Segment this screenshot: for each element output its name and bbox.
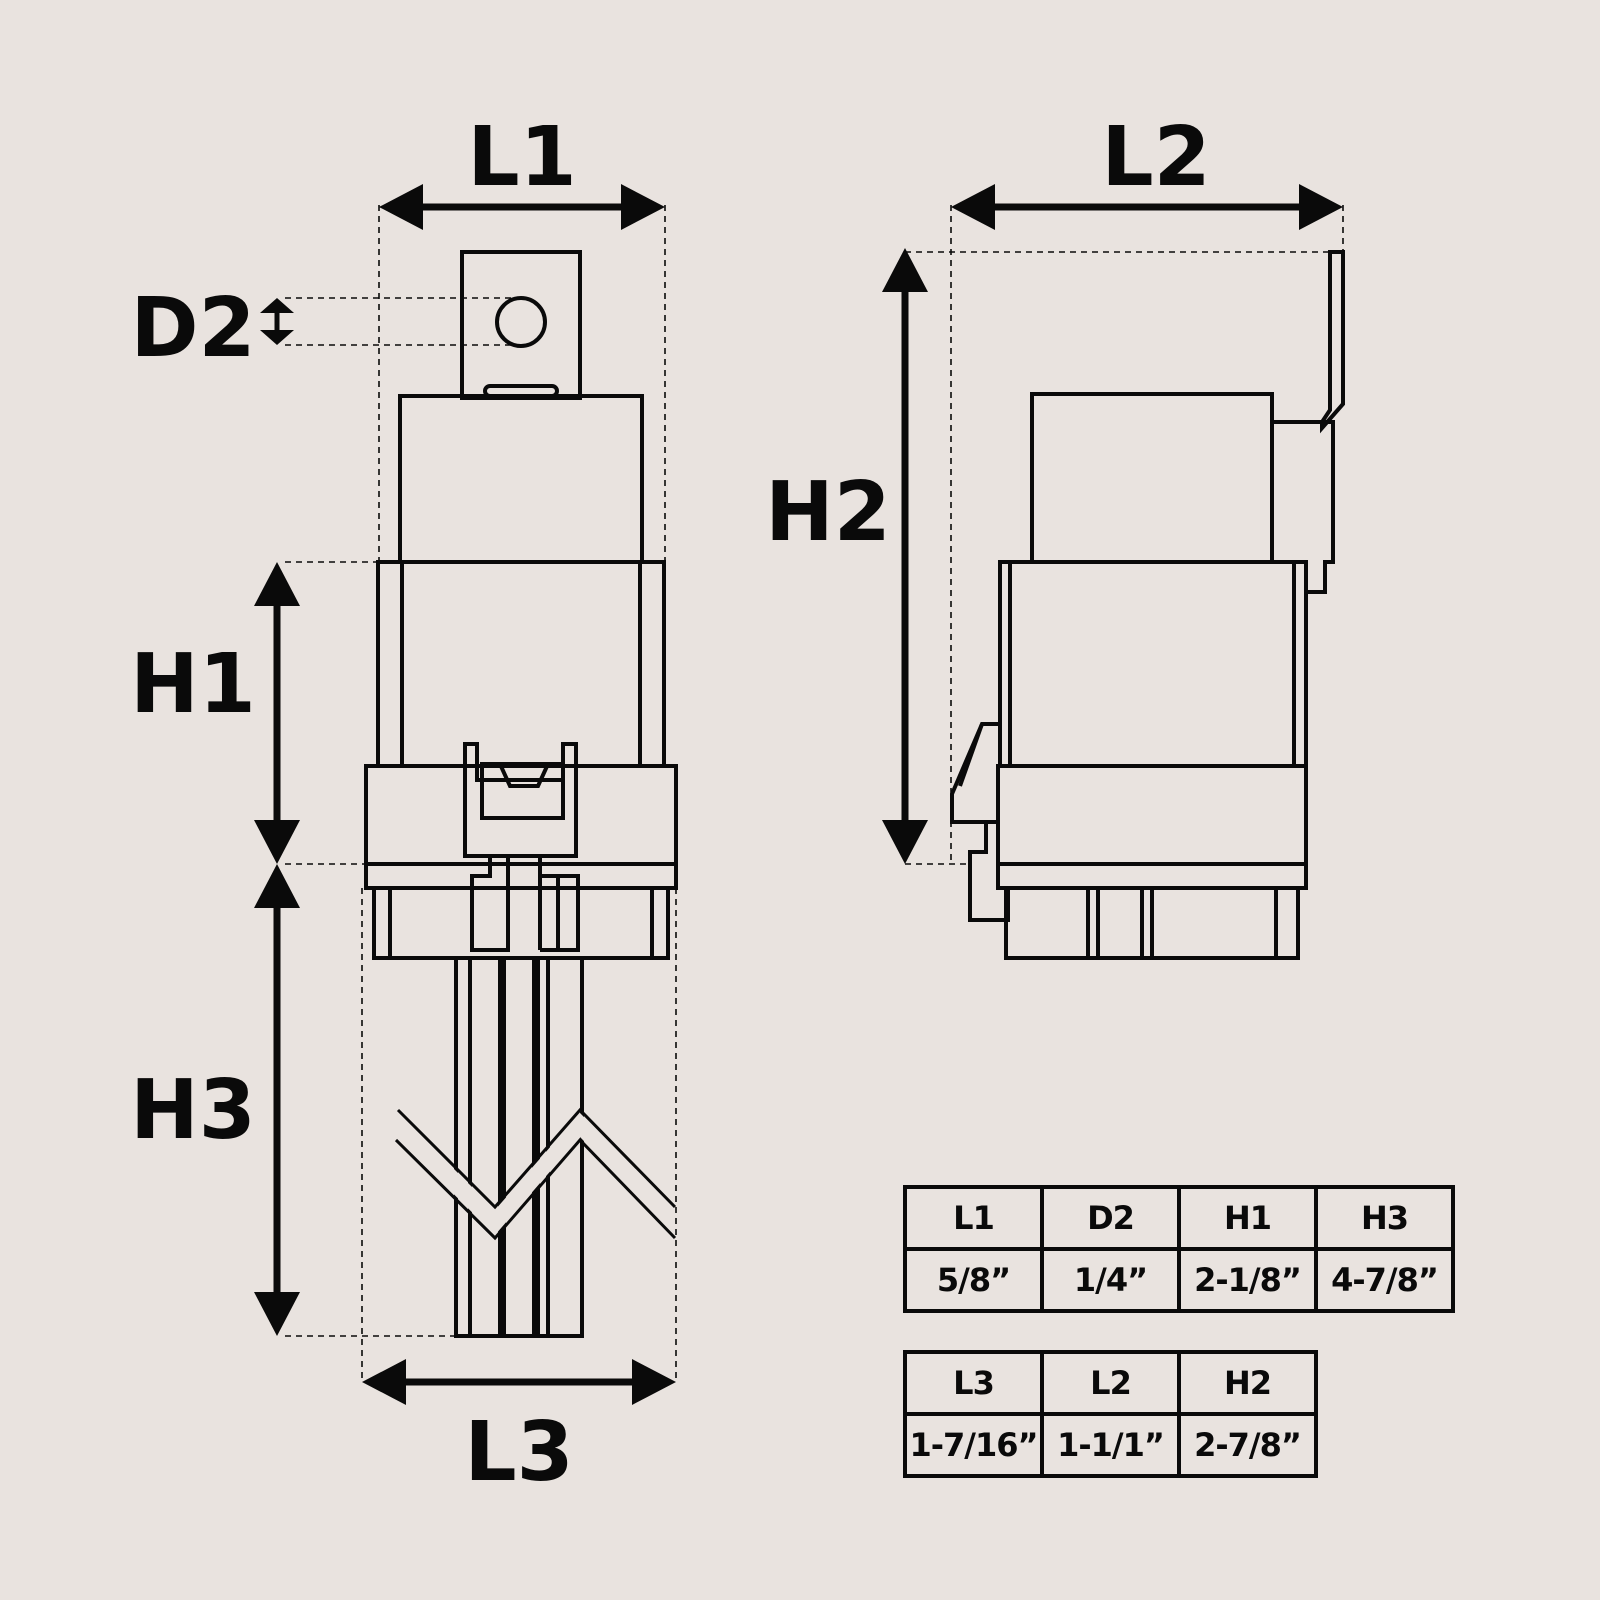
table-value-cell: 4-7/8” (1314, 1247, 1455, 1313)
dim-l3-arrow (362, 1359, 676, 1405)
table-value-cell: 1-7/16” (903, 1412, 1044, 1478)
table-value-cell: 2-7/8” (1177, 1412, 1318, 1478)
spec-table-2-value-row: 1-7/16” 1-1/1” 2-7/8” (903, 1412, 1318, 1478)
mounting-hole (495, 296, 547, 348)
label-h2: H2 (765, 465, 891, 560)
spec-table-2: L3 L2 H2 1-7/16” 1-1/1” 2-7/8” (903, 1350, 1318, 1478)
label-l1: L1 (467, 110, 576, 205)
middle-body (376, 560, 666, 768)
side-extension-lines (905, 205, 1344, 865)
side-clip (950, 722, 998, 824)
front-extension-lines (285, 205, 677, 1382)
spec-table-1-header-row: L1 D2 H1 H3 (903, 1185, 1455, 1251)
table-value-cell: 1/4” (1040, 1247, 1181, 1313)
dim-h1-arrow (254, 562, 300, 864)
latch (463, 742, 578, 858)
break-fill (396, 1113, 675, 1235)
base-block (372, 886, 670, 960)
table-value-cell: 1-1/1” (1040, 1412, 1181, 1478)
spec-table-1-value-row: 5/8” 1/4” 2-1/8” 4-7/8” (903, 1247, 1455, 1313)
table-header-cell: D2 (1040, 1185, 1181, 1251)
dim-l1-arrow (379, 184, 665, 230)
spec-table-1: L1 D2 H1 H3 5/8” 1/4” 2-1/8” 4-7/8” (903, 1185, 1455, 1313)
front-view (364, 250, 678, 1338)
side-wires (1092, 958, 1216, 1110)
label-h1: H1 (130, 637, 256, 732)
table-header-cell: H1 (1177, 1185, 1318, 1251)
dim-d2-arrow (260, 298, 294, 345)
upper-body (398, 394, 644, 564)
side-base (1004, 886, 1300, 960)
table-header-cell: L2 (1040, 1350, 1181, 1416)
side-step (968, 822, 1010, 922)
table-value-cell: 2-1/8” (1177, 1247, 1318, 1313)
terminal-tab (460, 250, 582, 400)
table-header-cell: H2 (1177, 1350, 1318, 1416)
label-l2: L2 (1101, 110, 1210, 205)
side-middle-body (998, 560, 1308, 768)
label-d2: D2 (130, 281, 255, 376)
dim-h2-arrow (882, 248, 928, 864)
table-header-cell: H3 (1314, 1185, 1455, 1251)
table-header-cell: L1 (903, 1185, 1044, 1251)
side-tab (1320, 250, 1345, 434)
dim-h3-arrow (254, 864, 300, 1336)
break-marks (394, 1107, 677, 1241)
table-value-cell: 5/8” (903, 1247, 1044, 1313)
side-view (950, 250, 1345, 960)
base-tab-right (538, 856, 580, 952)
dim-l2-arrow (951, 184, 1343, 230)
side-upper-body (1030, 392, 1274, 564)
table-header-cell: L3 (903, 1350, 1044, 1416)
side-latch-block (1272, 420, 1335, 594)
spec-table-2-header-row: L3 L2 H2 (903, 1350, 1318, 1416)
side-lower-collar (996, 764, 1308, 890)
label-l3: L3 (464, 1405, 573, 1500)
label-h3: H3 (130, 1063, 256, 1158)
base-tab-left (470, 856, 510, 952)
